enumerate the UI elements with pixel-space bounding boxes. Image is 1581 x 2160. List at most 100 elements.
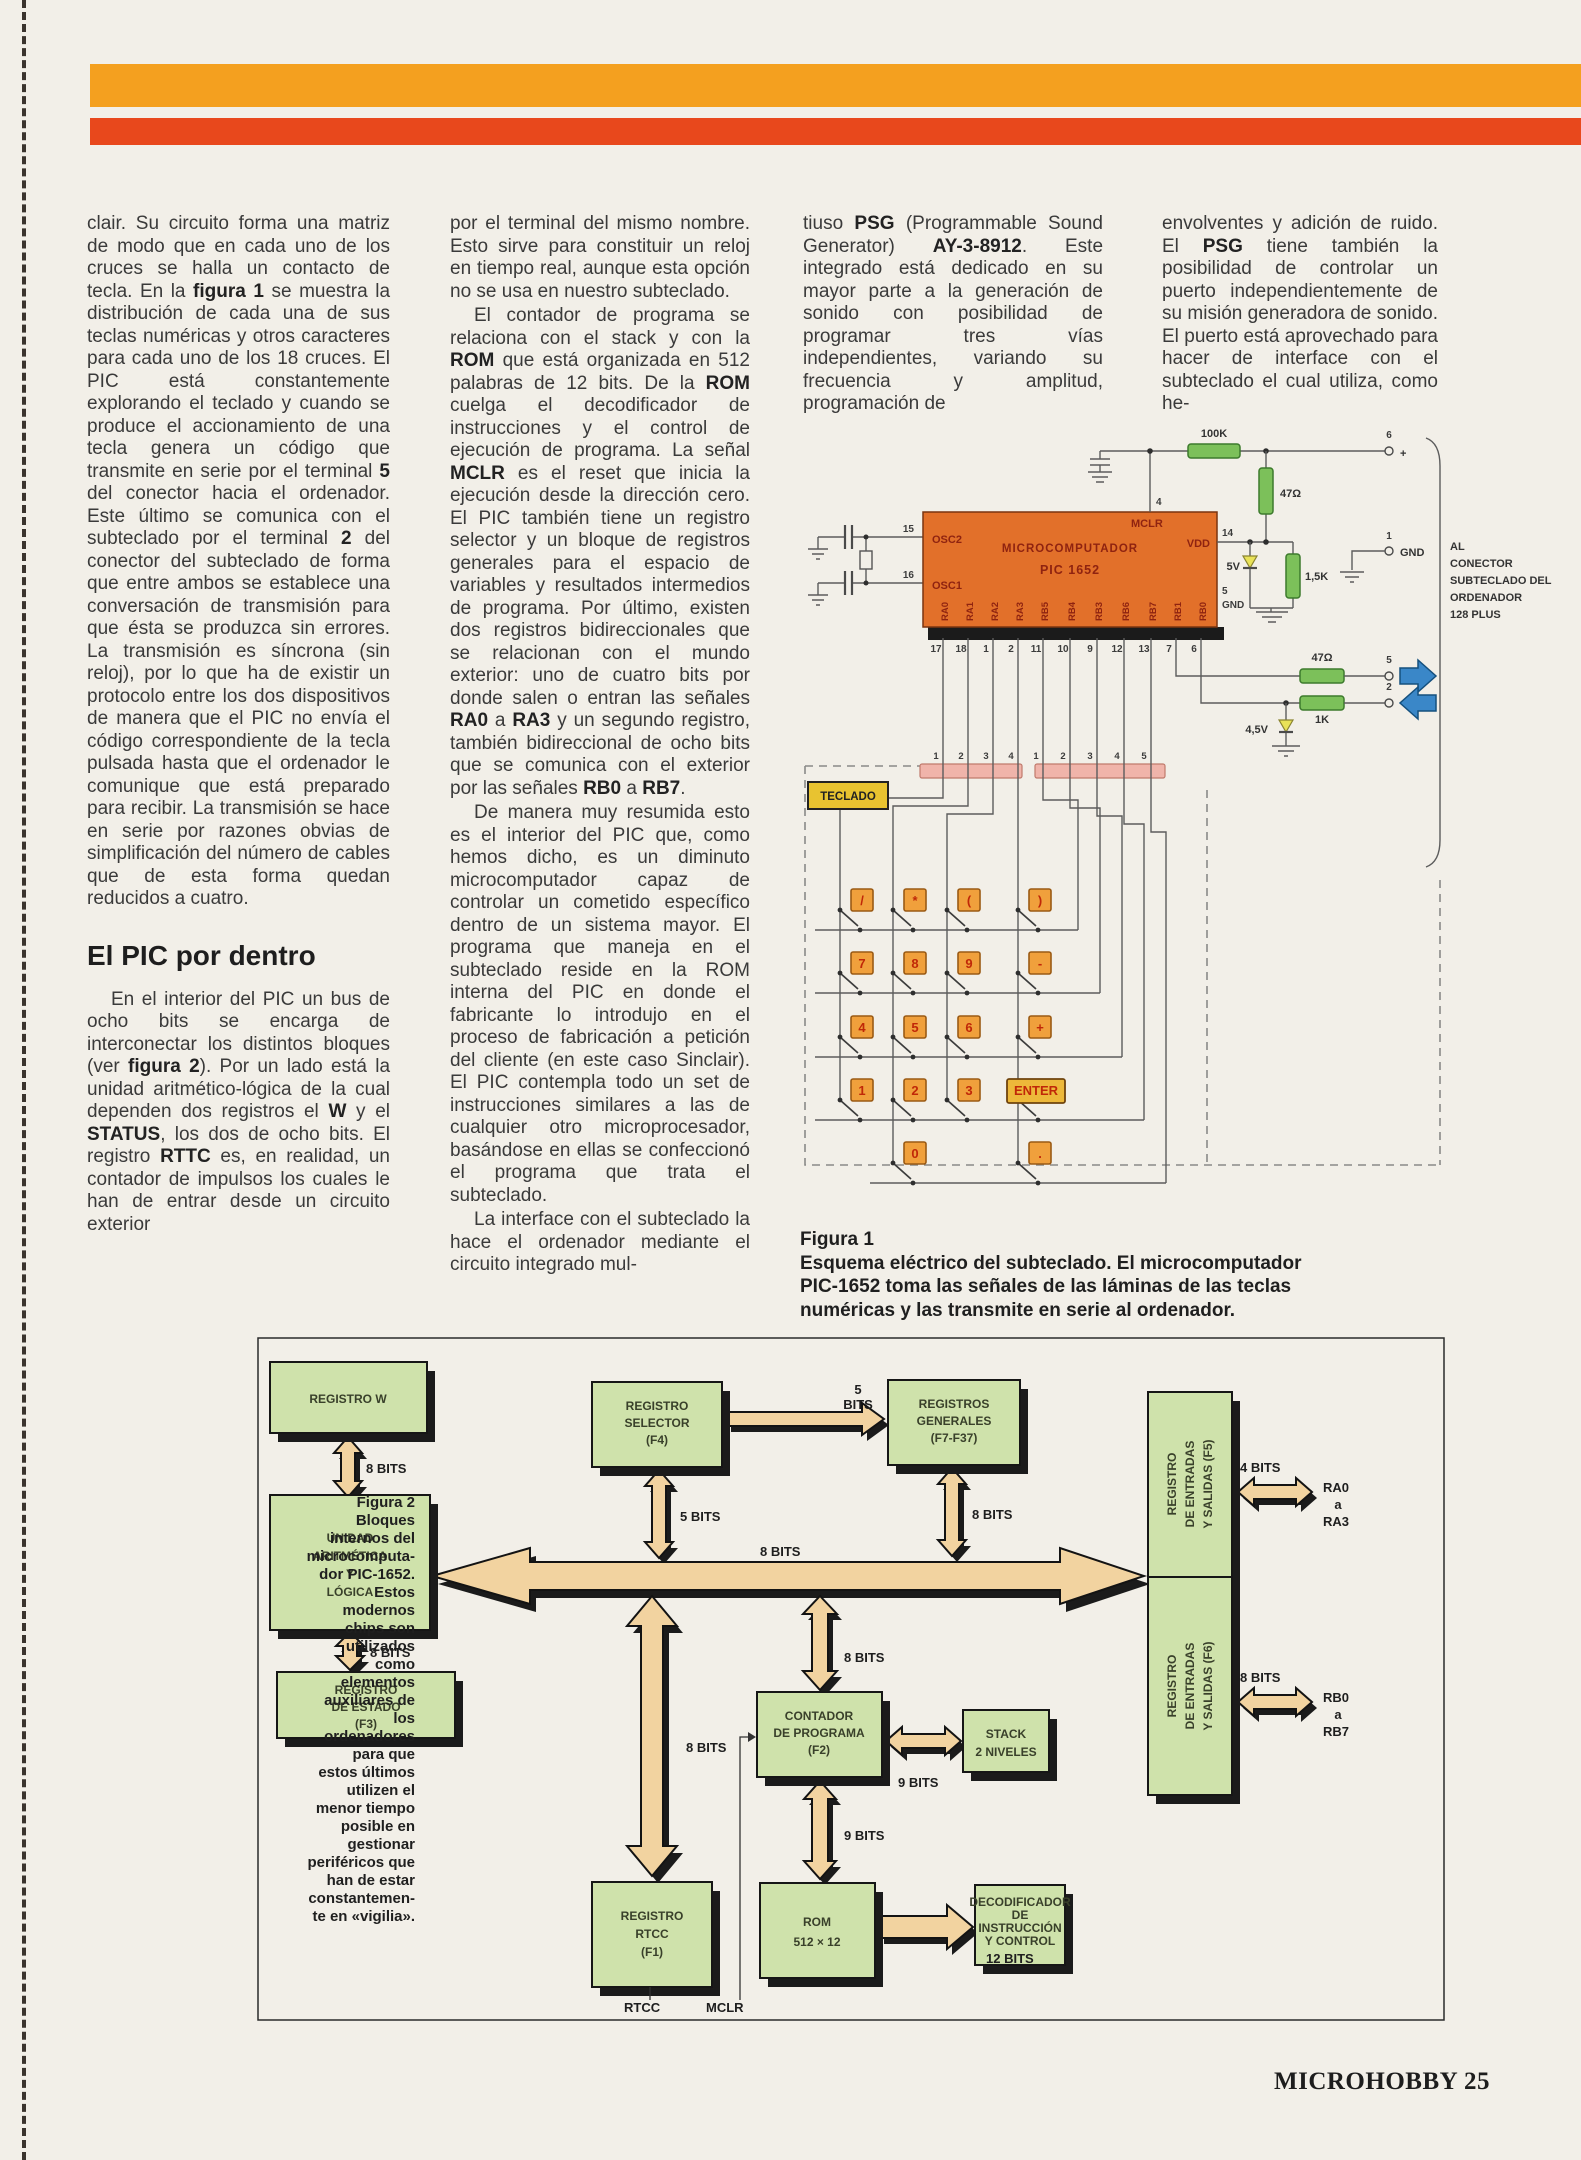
svg-text:4: 4 (1114, 751, 1120, 762)
text-column-2: por el terminal del mismo nombre. Esto s… (450, 213, 750, 1277)
svg-text:DE ESTADO: DE ESTADO (331, 1700, 400, 1714)
svg-text:REGISTRO W: REGISTRO W (309, 1392, 387, 1406)
svg-text:4 BITS: 4 BITS (1240, 1460, 1281, 1475)
resistor-1k5 (1285, 553, 1301, 599)
mclr-input-label: MCLR (706, 2000, 744, 2015)
svg-text:12 BITS: 12 BITS (986, 1951, 1034, 1966)
general-registers-block: REGISTROS GENERALES (F7-F37) (887, 1379, 1028, 1474)
svg-text:DE PROGRAMA: DE PROGRAMA (773, 1726, 865, 1740)
crystal-icon (859, 550, 873, 570)
svg-text:4,5V: 4,5V (1245, 724, 1268, 736)
svg-text:8 BITS: 8 BITS (1240, 1670, 1281, 1685)
svg-text:Y CONTROL: Y CONTROL (985, 1934, 1055, 1948)
stack-block: STACK 2 NIVELES (962, 1709, 1057, 1781)
svg-text:Y SALIDAS (F6): Y SALIDAS (F6) (1201, 1641, 1215, 1730)
svg-text:a: a (1334, 1497, 1342, 1512)
figure2-border (257, 1337, 1445, 2021)
teclado-dashed-border (804, 766, 1440, 1166)
svg-text:CONECTOR: CONECTOR (1450, 558, 1513, 570)
svg-text:ARITMÉTICA: ARITMÉTICA (313, 1548, 387, 1563)
svg-text:128 PLUS: 128 PLUS (1450, 609, 1501, 621)
register-w-block: REGISTRO W (269, 1361, 435, 1442)
key-plus: + (1036, 1020, 1044, 1035)
svg-text:1: 1 (1386, 531, 1392, 542)
mclr-signal-line (739, 1736, 748, 2000)
svg-text:REGISTRO: REGISTRO (335, 1683, 398, 1697)
svg-text:(F1): (F1) (641, 1945, 663, 1959)
svg-text:(F2): (F2) (808, 1743, 830, 1757)
svg-text:RB6: RB6 (1121, 602, 1132, 621)
key-asterisk: * (912, 893, 918, 908)
teclado-tag-label: TECLADO (820, 791, 876, 803)
svg-text:CONTADOR: CONTADOR (785, 1709, 854, 1723)
svg-text:5 BITS: 5 BITS (680, 1509, 721, 1524)
text-column-3: tiuso PSG (Programmable Sound Generator)… (803, 213, 1103, 416)
key-5: 5 (911, 1020, 918, 1035)
svg-text:RB0: RB0 (1323, 1690, 1349, 1705)
key-paren-close: ) (1038, 893, 1042, 908)
svg-text:(F7-F37): (F7-F37) (931, 1431, 978, 1445)
keyboard-matrix: 1 2 3 4 1 2 3 4 5 (807, 638, 1167, 1186)
col1-paragraph-1: clair. Su circuito forma una matriz de m… (87, 213, 391, 909)
svg-text:5: 5 (1386, 655, 1392, 666)
pic1652-chip: OSC2 OSC1 MICROCOMPUTADOR PIC 1652 MCLR … (922, 497, 1244, 655)
zener-4v5-icon (1277, 719, 1295, 734)
svg-text:47Ω: 47Ω (1280, 488, 1301, 500)
instruction-decoder-block: DECODIFICADOR DE INSTRUCCIÓN Y CONTROL (969, 1884, 1073, 1974)
svg-text:2: 2 (1060, 751, 1065, 762)
resistor-47ohm-serial (1299, 668, 1345, 684)
chip-osc2-label: OSC2 (932, 534, 962, 546)
svg-text:3: 3 (1087, 751, 1092, 762)
key-slash: / (860, 893, 864, 908)
svg-text:RB1: RB1 (1173, 601, 1184, 621)
status-register-block: REGISTRO DE ESTADO (F3) (276, 1671, 463, 1747)
svg-text:LÓGICA: LÓGICA (327, 1584, 374, 1599)
svg-text:INSTRUCCIÓN: INSTRUCCIÓN (978, 1920, 1061, 1935)
page-footer: MICROHOBBY 25 (1274, 2068, 1490, 2095)
chip-vdd-label: VDD (1187, 538, 1210, 550)
svg-text:8 BITS: 8 BITS (366, 1461, 407, 1476)
svg-text:DE ENTRADAS: DE ENTRADAS (1183, 1441, 1197, 1528)
io-register-f6-block: REGISTRO DE ENTRADAS Y SALIDAS (F6) (1147, 1576, 1240, 1804)
col2-paragraph-1: por el terminal del mismo nombre. Esto s… (450, 213, 750, 302)
key-paren-open: ( (967, 893, 972, 908)
svg-text:2: 2 (958, 751, 963, 762)
register-selector-block: REGISTRO SELECTOR (F4) (591, 1381, 730, 1476)
svg-text:2 NIVELES: 2 NIVELES (975, 1745, 1036, 1759)
figure1-caption: Figura 1 Esquema eléctrico del subteclad… (800, 1229, 1302, 1321)
svg-text:1K: 1K (1315, 714, 1329, 726)
binding-dashes (22, 0, 26, 2160)
svg-text:REGISTRO: REGISTRO (1165, 1655, 1179, 1718)
svg-text:AL: AL (1450, 541, 1465, 553)
svg-text:2: 2 (1008, 644, 1014, 655)
svg-text:SELECTOR: SELECTOR (624, 1416, 689, 1430)
svg-text:BITS: BITS (843, 1397, 873, 1412)
svg-text:a: a (1334, 1707, 1342, 1722)
section-heading: El PIC por dentro (87, 939, 316, 971)
rtcc-input-label: RTCC (624, 2000, 661, 2015)
figure1-schematic: 15 1 6 OSC2 OSC1 MICROCOMPUTADOR PIC 1652… (804, 428, 1552, 1186)
teclado-tag (807, 781, 889, 810)
rom-block: ROM 512 × 12 (759, 1882, 883, 1987)
arrow-in-icon (1398, 685, 1437, 721)
svg-text:100K: 100K (1201, 428, 1227, 440)
key-3: 3 (965, 1083, 972, 1098)
pin14-number: 14 (1222, 528, 1234, 539)
svg-text:DE ENTRADAS: DE ENTRADAS (1183, 1643, 1197, 1730)
svg-text:(F4): (F4) (646, 1433, 668, 1447)
svg-text:1,5K: 1,5K (1305, 571, 1328, 583)
svg-text:8 BITS: 8 BITS (844, 1650, 885, 1665)
col3-paragraph-1: tiuso PSG (Programmable Sound Generator)… (803, 213, 1104, 414)
svg-text:5V: 5V (1227, 561, 1241, 573)
col4-paragraph-1: envolventes y adición de ruido. El PSG t… (1162, 213, 1438, 414)
svg-text:RB7: RB7 (1323, 1724, 1349, 1739)
pin15-number: 15 (903, 524, 915, 535)
svg-text:+: + (1400, 448, 1406, 460)
key-6: 6 (965, 1020, 972, 1035)
chip-osc1-label: OSC1 (932, 580, 962, 592)
svg-text:GND: GND (1400, 547, 1425, 559)
svg-text:13: 13 (1138, 644, 1150, 655)
svg-text:RA2: RA2 (990, 602, 1001, 621)
arrow-out-icon (1399, 658, 1438, 694)
